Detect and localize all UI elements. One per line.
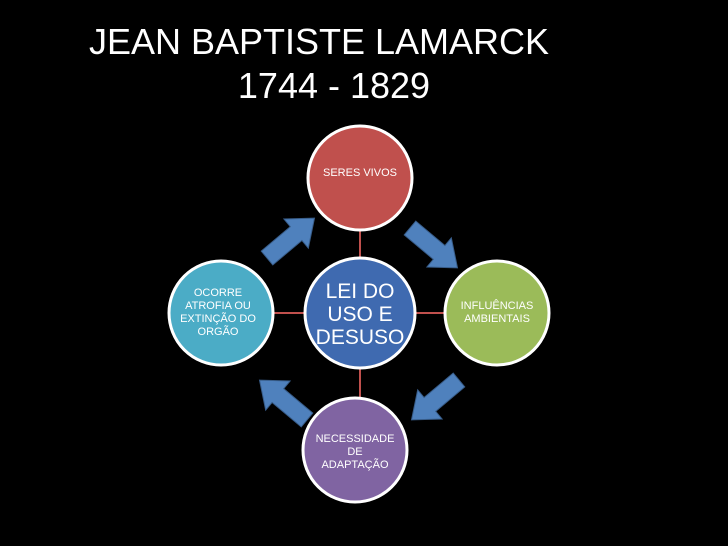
node-center-line: USO E — [327, 302, 393, 326]
node-left-label: OCORRE ATROFIA OU EXTINÇÃO DO ORGÃO — [166, 285, 270, 341]
node-top-label: SERES VIVOS — [308, 160, 412, 186]
arrow-up-left — [258, 379, 314, 428]
arrow-up-right — [260, 217, 316, 266]
node-right-label: INFLUÊNCIAS AMBIENTAIS — [447, 297, 547, 329]
title-block: JEAN BAPTISTE LAMARCK 1744 - 1829 — [0, 20, 728, 108]
node-center-label: LEI DO USO E DESUSO — [305, 278, 415, 350]
node-left-line: ATROFIA OU — [185, 300, 251, 312]
node-right-line: INFLUÊNCIAS — [460, 300, 534, 312]
page-subtitle-years: 1744 - 1829 — [237, 65, 431, 106]
node-left-line: OCORRE — [193, 287, 243, 299]
node-right-line: AMBIENTAIS — [464, 313, 530, 325]
node-top-line: SERES VIVOS — [323, 166, 397, 179]
arrow-down-right — [403, 220, 459, 269]
arrow-down-left — [410, 372, 466, 421]
node-bottom-line: ADAPTAÇÃO — [321, 458, 389, 471]
node-center-line: LEI DO — [325, 279, 395, 303]
node-bottom-line: DE — [347, 445, 363, 458]
node-right-circle — [443, 259, 551, 367]
node-top-circle — [306, 124, 414, 232]
node-bottom-circle — [301, 396, 409, 504]
node-left-line: ORGÃO — [197, 326, 239, 338]
node-center-line: DESUSO — [315, 325, 405, 349]
node-center-circle — [303, 256, 417, 370]
node-left-line: EXTINÇÃO DO — [180, 313, 256, 325]
node-left-circle — [167, 259, 275, 367]
node-bottom-label: NECESSIDADE DE ADAPTAÇÃO — [303, 428, 407, 476]
page-title: JEAN BAPTISTE LAMARCK — [88, 21, 550, 62]
node-bottom-line: NECESSIDADE — [315, 432, 395, 445]
